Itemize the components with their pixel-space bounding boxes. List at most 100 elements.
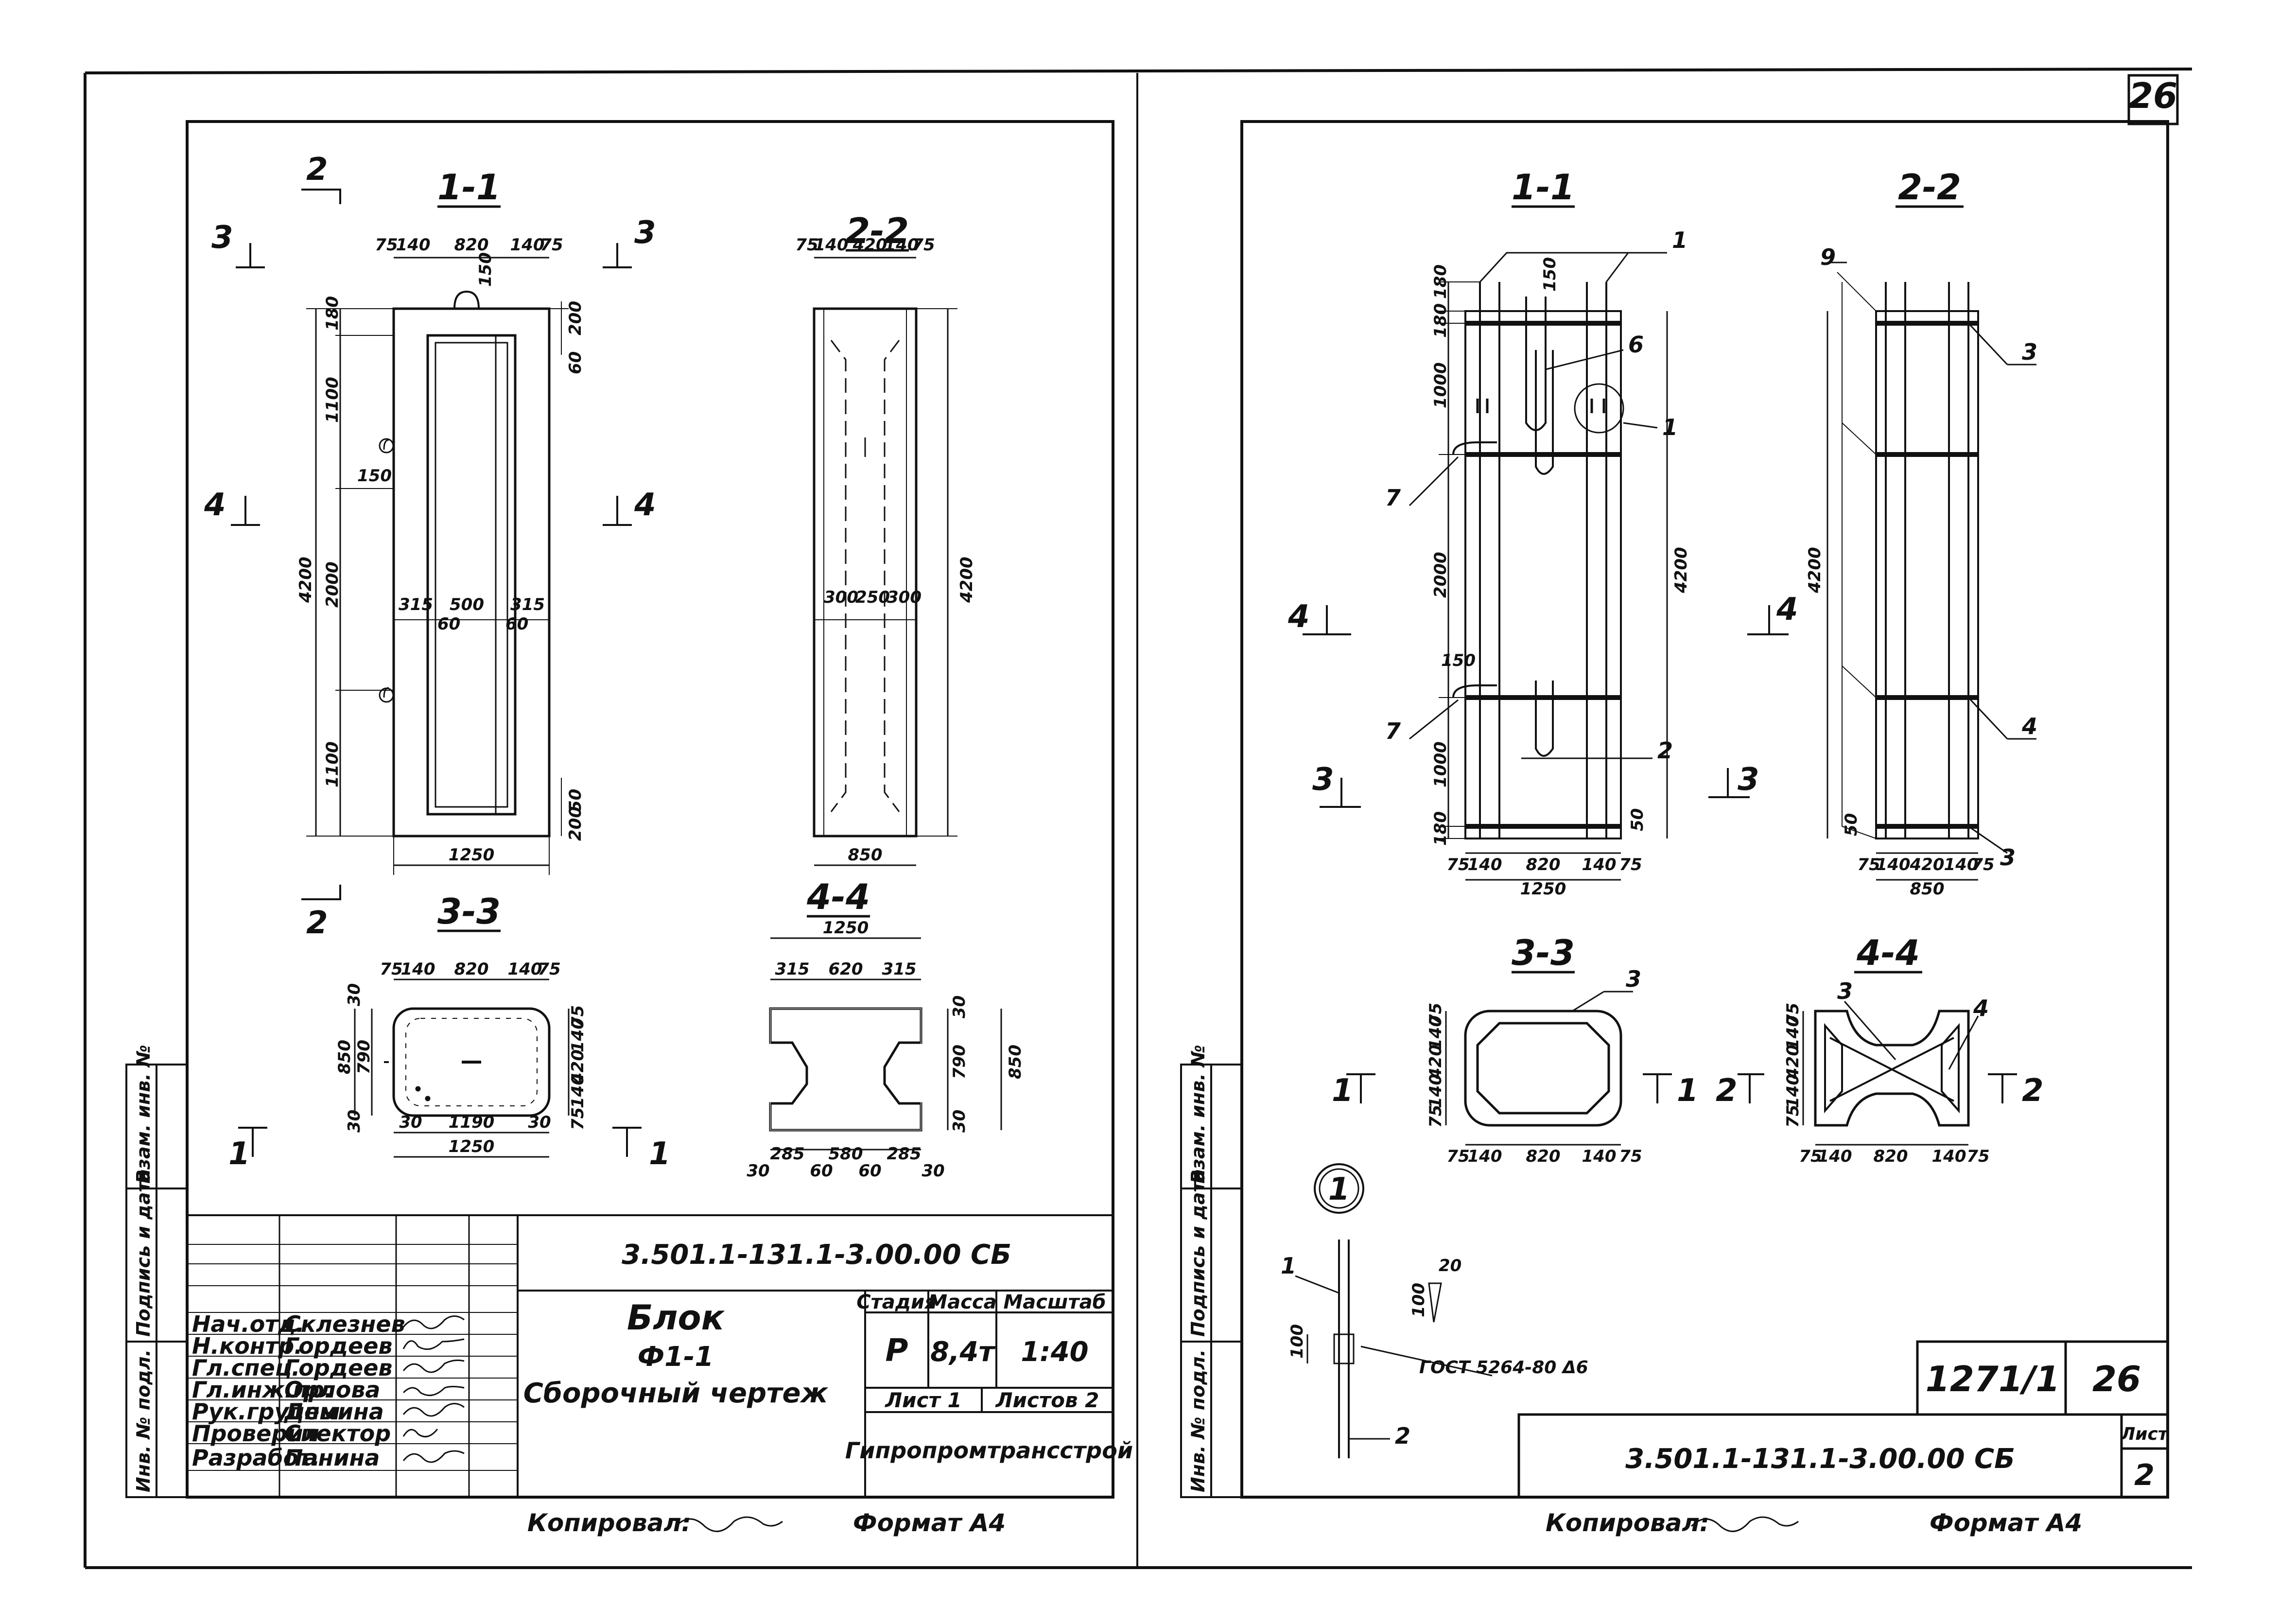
r-detail-callout-2: 2	[1395, 1423, 1410, 1449]
svg-text:30: 30	[747, 1161, 769, 1181]
r-cut-4b: 4	[1776, 592, 1798, 628]
svg-text:1: 1	[1672, 227, 1687, 253]
svg-text:2000: 2000	[323, 561, 342, 608]
svg-text:60: 60	[437, 614, 460, 634]
svg-text:75: 75	[1446, 855, 1469, 874]
svg-text:140: 140	[568, 1074, 588, 1108]
svg-text:420: 420	[1910, 855, 1945, 874]
l-cut-1a: 1	[228, 1136, 250, 1172]
l-hdr-scale: Масштаб	[1003, 1291, 1106, 1313]
l-val-mass: 8,4т	[930, 1336, 996, 1368]
r-cut-3b: 3	[1738, 762, 1759, 798]
svg-text:50: 50	[1628, 808, 1647, 831]
svg-text:140: 140	[1582, 1147, 1617, 1166]
svg-text:2: 2	[1657, 737, 1673, 764]
l-cut-3a: 3	[211, 220, 233, 256]
svg-text:30: 30	[922, 1161, 944, 1181]
r-detail-1	[1295, 1163, 1493, 1458]
r-section-33	[1346, 991, 1672, 1146]
l-val-stage: Р	[886, 1333, 908, 1369]
svg-text:1100: 1100	[323, 741, 342, 787]
r-detail-mark: 1	[1328, 1171, 1350, 1207]
svg-text:150: 150	[1441, 651, 1476, 670]
r-list-label: Лист	[2120, 1424, 2169, 1444]
l-block-desc: Сборочный чертеж	[523, 1378, 829, 1409]
svg-text:300: 300	[887, 588, 922, 607]
l-hdr-stage: Стадия	[856, 1291, 937, 1313]
r-detail-dim-2: 100	[1409, 1283, 1428, 1317]
r-cut-3a: 3	[1312, 762, 1334, 798]
r-list-no: 2	[2134, 1458, 2155, 1492]
right-side-stamp	[1180, 1064, 1243, 1498]
svg-text:140: 140	[1426, 1074, 1445, 1108]
svg-text:300: 300	[824, 588, 858, 607]
svg-text:30: 30	[528, 1113, 551, 1132]
svg-text:6: 6	[1628, 332, 1644, 358]
r-cut-1b: 1	[1677, 1073, 1699, 1109]
outer-frame	[84, 68, 2192, 1569]
r-cut-2a: 2	[1716, 1073, 1738, 1109]
svg-text:75: 75	[912, 235, 935, 255]
svg-text:820: 820	[1874, 1147, 1908, 1166]
l-dims-22: 75 140 420 140 75 300 250 300 4200 850	[795, 235, 976, 865]
l-cut-4b: 4	[634, 487, 656, 523]
svg-text:75: 75	[1783, 1003, 1803, 1026]
l-section-33	[238, 978, 642, 1158]
svg-text:620: 620	[829, 960, 863, 979]
svg-text:30: 30	[399, 1113, 422, 1132]
svg-text:285: 285	[770, 1144, 805, 1164]
r-archive-no: 1271/1	[1926, 1359, 2060, 1399]
svg-text:140: 140	[1783, 1015, 1803, 1050]
svg-text:180: 180	[1431, 264, 1450, 299]
svg-text:50: 50	[566, 789, 585, 812]
svg-text:3: 3	[2022, 339, 2037, 365]
svg-text:150: 150	[476, 252, 495, 287]
l-dims-11: 75 140 820 140 75 150 180 1100 2000 1100…	[296, 235, 585, 865]
left-stamp-1: Взам. инв. №	[133, 1045, 154, 1184]
svg-text:Демина: Демина	[283, 1398, 384, 1425]
svg-text:140: 140	[568, 1018, 588, 1052]
svg-text:140: 140	[1818, 1147, 1852, 1166]
right-inner-frame	[1240, 120, 2169, 1499]
r-archive-page: 26	[2092, 1359, 2141, 1399]
r-cut-1a: 1	[1332, 1073, 1354, 1109]
svg-text:75: 75	[1857, 855, 1880, 874]
svg-text:Проверил: Проверил	[192, 1420, 319, 1447]
r-section-22	[1747, 262, 2036, 881]
svg-text:Гордеев: Гордеев	[284, 1355, 393, 1381]
svg-text:140: 140	[1783, 1074, 1803, 1108]
svg-text:4200: 4200	[1805, 547, 1825, 594]
svg-text:75: 75	[1619, 855, 1642, 874]
svg-text:150: 150	[1540, 257, 1560, 292]
svg-text:820: 820	[1526, 855, 1561, 874]
left-title-block	[186, 1214, 1114, 1498]
svg-text:9: 9	[1820, 244, 1836, 270]
svg-text:75: 75	[1426, 1003, 1445, 1026]
l-cut-2b: 2	[306, 905, 328, 941]
svg-text:75: 75	[540, 235, 563, 255]
svg-text:315: 315	[882, 960, 917, 979]
svg-text:580: 580	[829, 1144, 863, 1164]
svg-text:315: 315	[775, 960, 810, 979]
svg-text:315: 315	[399, 595, 433, 614]
r-cut-4a: 4	[1287, 599, 1310, 635]
l-copied: Копировал:	[527, 1509, 691, 1537]
svg-text:315: 315	[510, 595, 545, 614]
r-title-33: 3-3	[1512, 932, 1575, 973]
l-sheets: Листов 2	[995, 1388, 1099, 1412]
l-block-mark: Ф1-1	[638, 1341, 714, 1373]
r-dims-44: 75 140 420 140 75 75 140 820 140 75	[1783, 1003, 1990, 1166]
left-stamp-3: Инв. № подл.	[133, 1349, 154, 1492]
svg-text:1250: 1250	[1520, 879, 1566, 899]
svg-text:Склезнев: Склезнев	[284, 1311, 405, 1337]
svg-text:850: 850	[1006, 1045, 1025, 1079]
r-detail-dim-1: 20	[1439, 1256, 1461, 1275]
svg-text:75: 75	[1966, 1147, 1989, 1166]
svg-text:30: 30	[950, 996, 969, 1018]
svg-text:4200: 4200	[1671, 547, 1691, 594]
svg-text:30: 30	[950, 1110, 969, 1133]
r-section-44	[1738, 1001, 2017, 1146]
svg-text:140: 140	[1468, 1147, 1502, 1166]
svg-text:140: 140	[1582, 855, 1617, 874]
svg-text:850: 850	[1910, 879, 1945, 899]
